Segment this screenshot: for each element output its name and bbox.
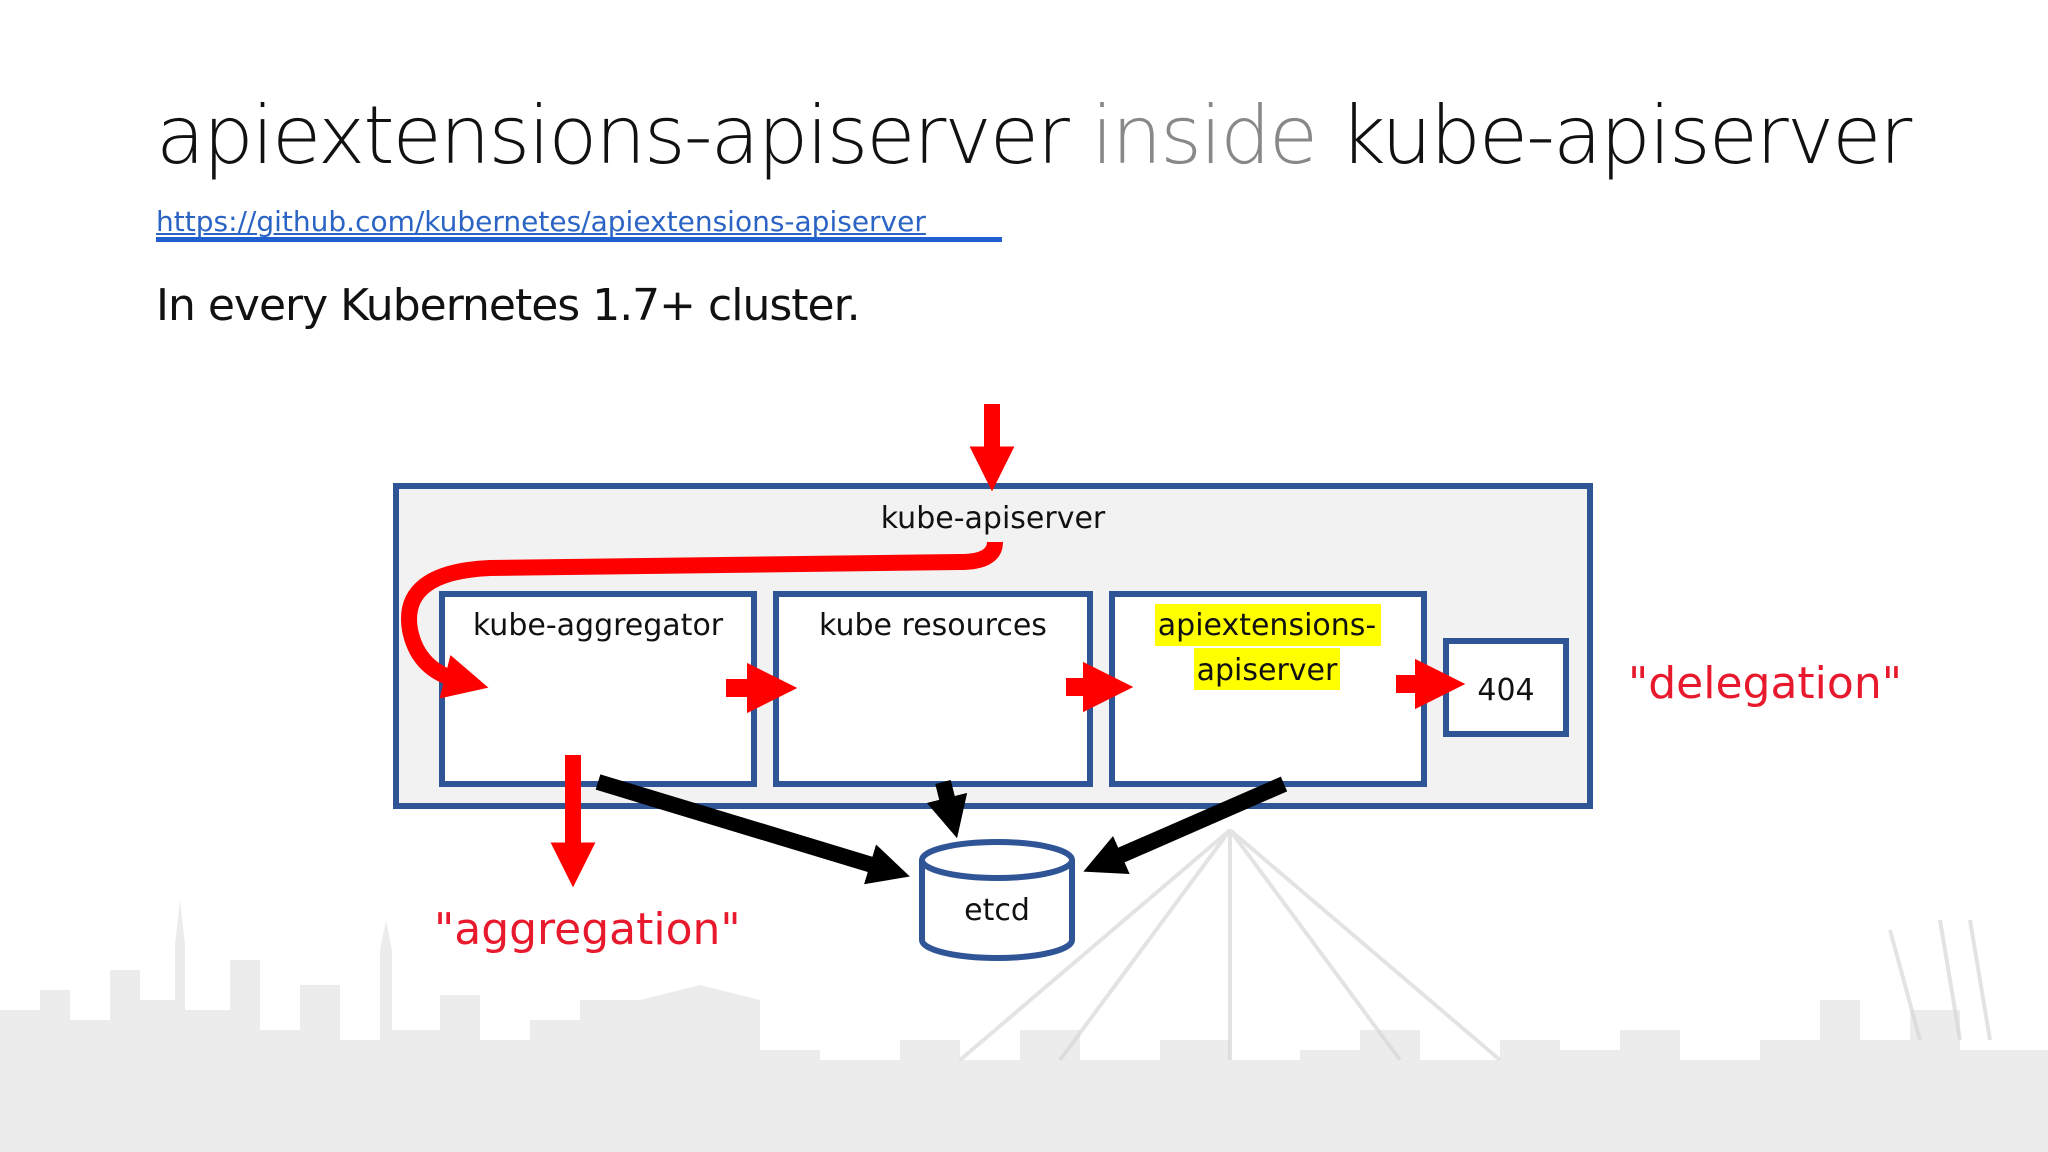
apiext-label-line-1: apiextensions- xyxy=(1158,608,1376,643)
entry-to-aggregator-arrow xyxy=(401,541,1003,699)
kube-apiserver-label: kube-apiserver xyxy=(881,501,1106,536)
apiext-highlight-2 xyxy=(1194,648,1340,690)
title-part-1: apiextensions-apiserver xyxy=(156,89,1092,182)
title-part-2: inside xyxy=(1091,89,1318,182)
aggregation-annotation: "aggregation" xyxy=(434,904,741,955)
slide-title: apiextensions-apiserver inside kube-apis… xyxy=(156,88,1913,184)
delegation-annotation: "delegation" xyxy=(1628,658,1902,709)
not-found-label: 404 xyxy=(1477,673,1534,708)
apiext-highlight-1 xyxy=(1155,604,1381,646)
etcd-cylinder xyxy=(919,839,1075,961)
apiext-label-line-2: apiserver xyxy=(1197,653,1338,688)
kube-resources-label: kube resources xyxy=(819,608,1047,643)
kube-aggregator-box xyxy=(439,591,757,787)
repo-link[interactable]: https://github.com/kubernetes/apiextensi… xyxy=(156,205,926,238)
slide-subtitle: In every Kubernetes 1.7+ cluster. xyxy=(156,280,861,331)
apiext-to-etcd-arrow xyxy=(1083,776,1288,875)
resources-to-etcd-arrow xyxy=(926,780,968,839)
kube-aggregator-label: kube-aggregator xyxy=(473,608,724,643)
kube-resources-box xyxy=(773,591,1093,787)
title-part-3: kube-apiserver xyxy=(1316,89,1913,182)
aggregator-to-etcd-arrow xyxy=(595,774,910,885)
link-underline-decoration xyxy=(156,237,1002,242)
etcd-label: etcd xyxy=(964,893,1030,928)
